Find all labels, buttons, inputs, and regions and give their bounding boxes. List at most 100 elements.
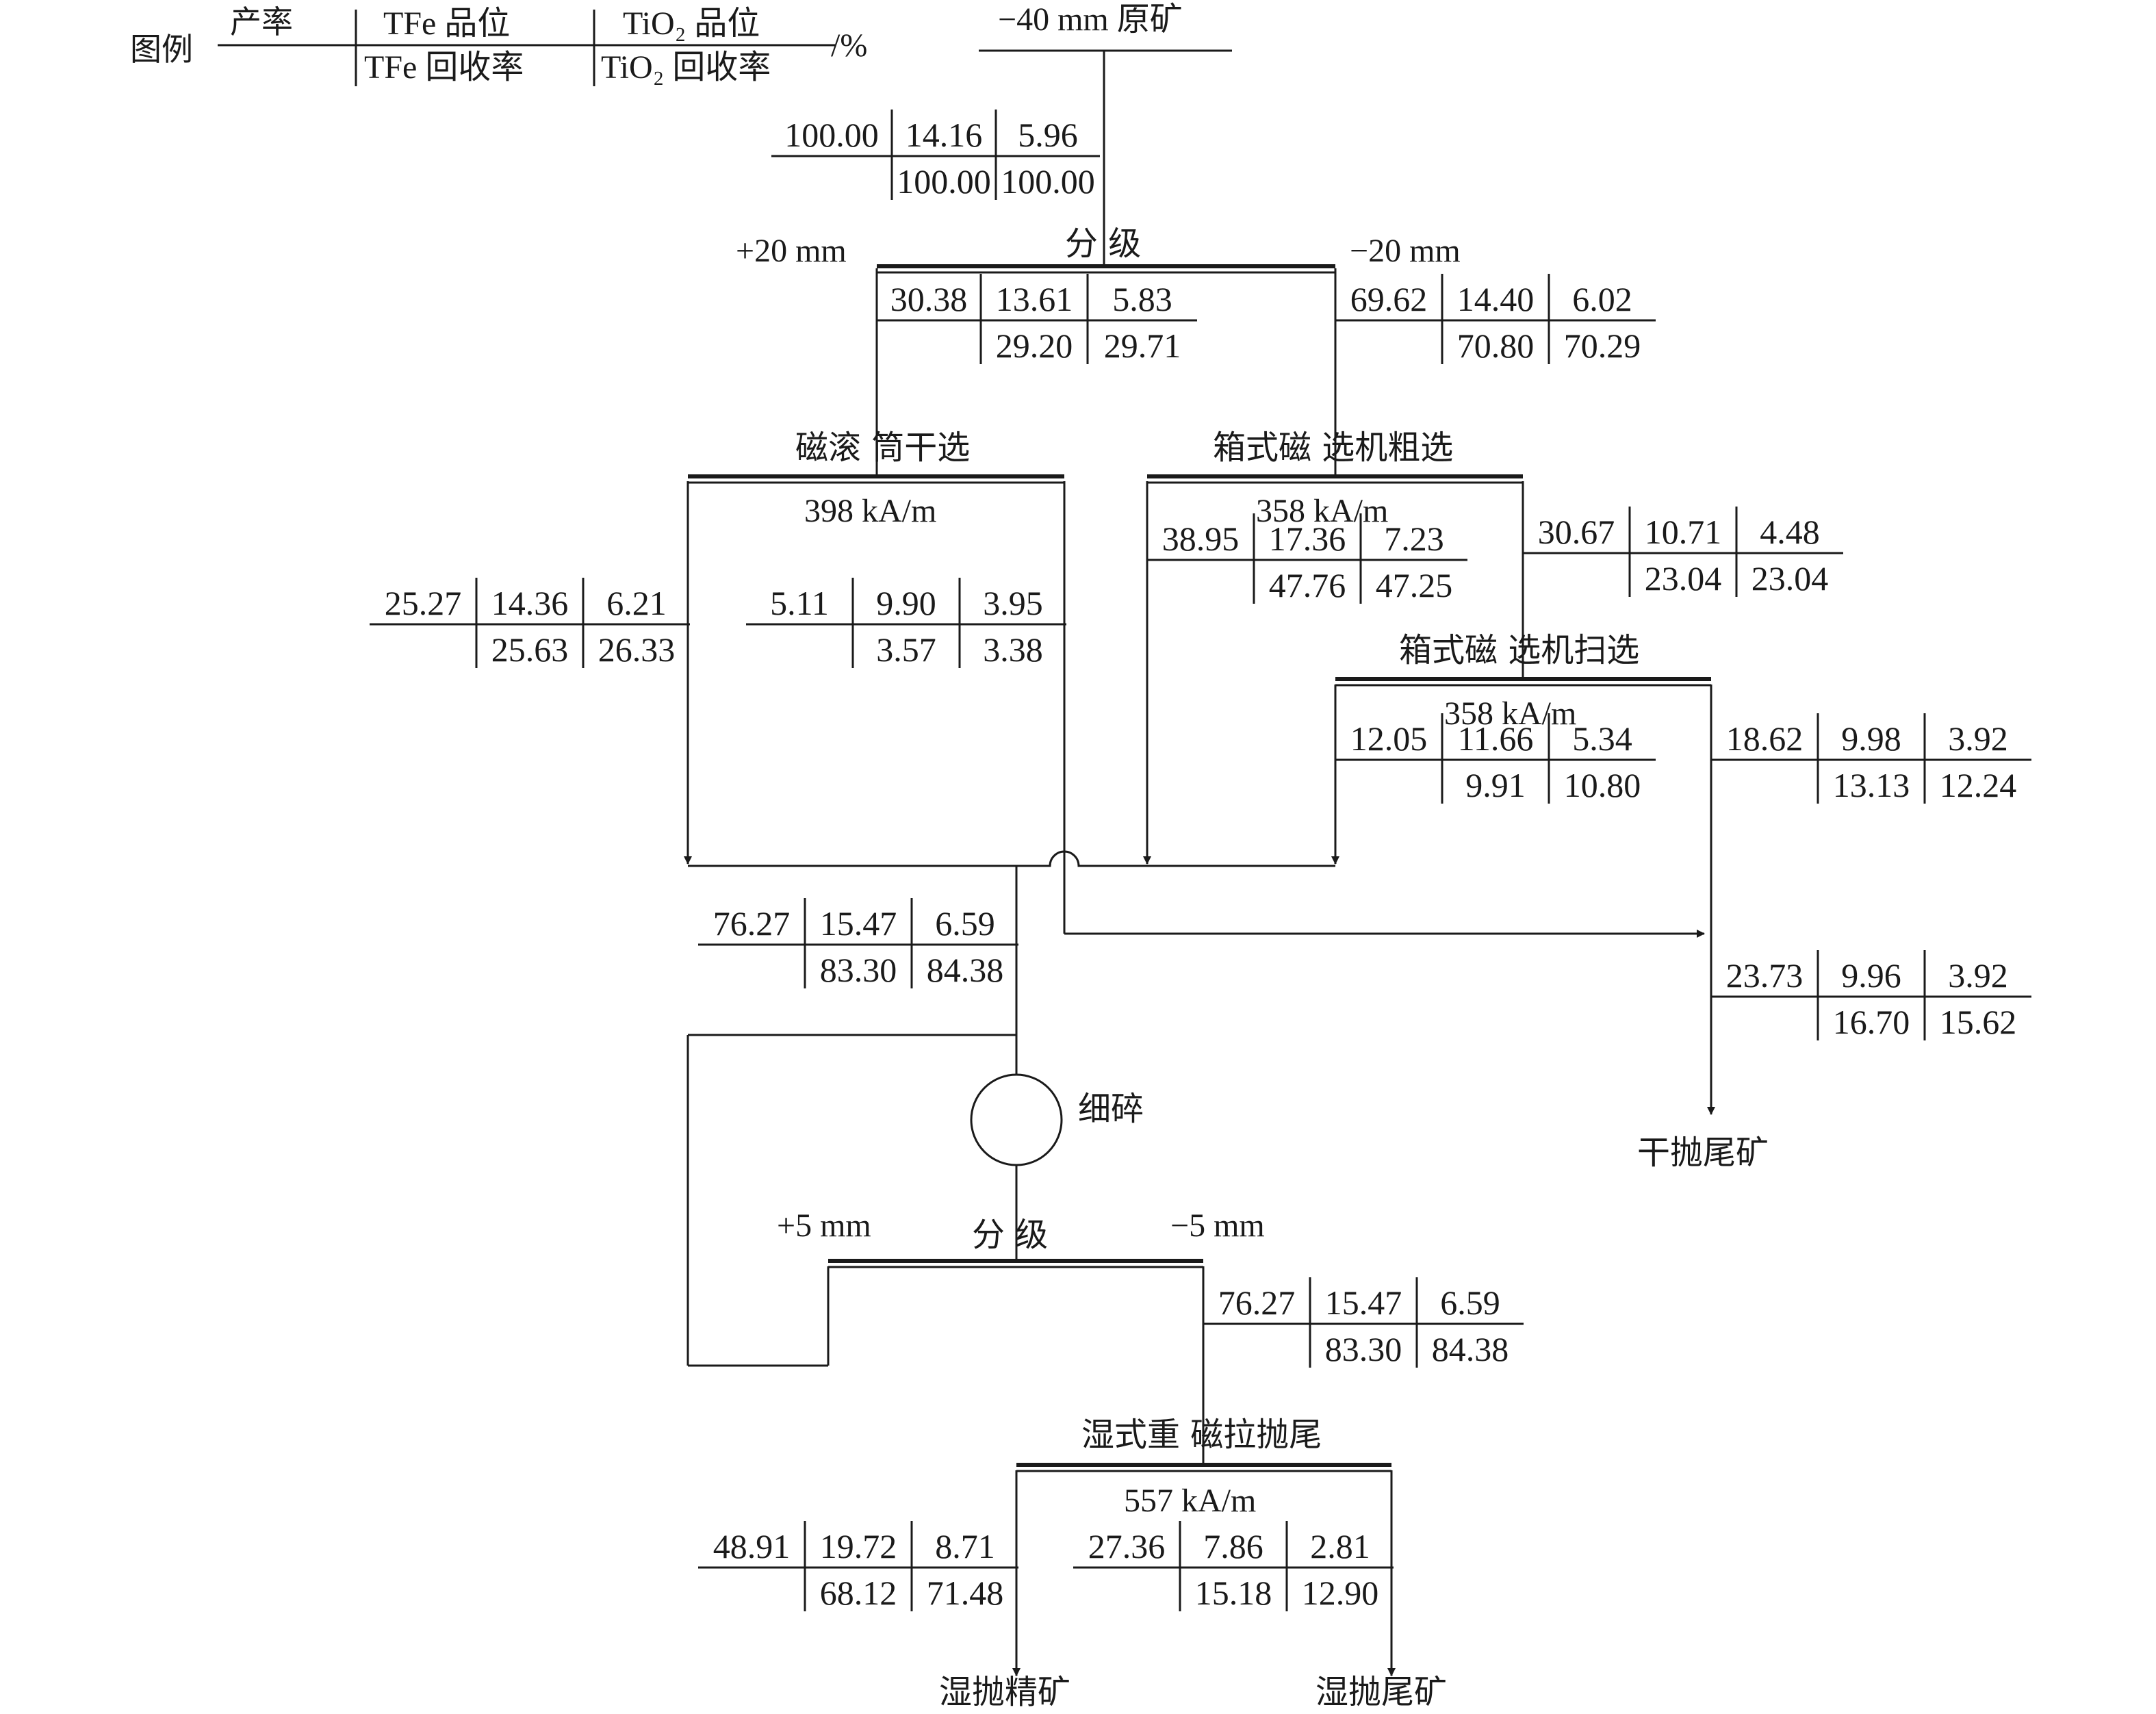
classify2-plus-label: +5 mm	[777, 1207, 871, 1244]
combined-tio2-grade: 6.59	[935, 904, 995, 943]
legend-unit: /%	[831, 27, 867, 64]
classify2-minus-label: −5 mm	[1170, 1207, 1265, 1244]
scavenger-conc-yield: 12.05	[1350, 719, 1428, 758]
rougher-label: 箱式磁 选机粗选	[1213, 428, 1453, 467]
combined-yield: 76.27	[713, 904, 791, 943]
scavenger-conc-tfe-grade: 11.66	[1458, 719, 1534, 758]
rougher-conc-tio2-grade: 7.23	[1384, 520, 1444, 558]
scavenger-tail-tfe-recovery: 13.13	[1833, 766, 1910, 804]
rougher-tail-tfe-grade: 10.71	[1645, 513, 1722, 551]
minus20-tfe-recovery: 70.80	[1457, 327, 1535, 365]
combined-tfe-recovery: 83.30	[820, 951, 897, 989]
legend-tio2-grade-label: TiO₂ 品位	[623, 5, 760, 42]
concentrate-collector-line	[688, 850, 1335, 867]
scavenger-conc-tio2-recovery: 10.80	[1564, 766, 1641, 804]
rougher-tail-tfe-recovery: 23.04	[1645, 559, 1722, 598]
scavenger-tail-values: 18.62 9.98 3.92 13.13 12.24	[1711, 713, 2031, 804]
scavenger-conc-values: 12.05 11.66 5.34 9.91 10.80	[1335, 713, 1656, 804]
drum-conc-tfe-grade: 14.36	[491, 584, 569, 622]
minus20-tfe-grade: 14.40	[1457, 280, 1535, 318]
minus20-tio2-recovery: 70.29	[1564, 327, 1641, 365]
combined-tfe-grade: 15.47	[820, 904, 897, 943]
scavenger-tail-tio2-grade: 3.92	[1948, 719, 2008, 758]
scavenger-tail-tio2-recovery: 12.24	[1940, 766, 2017, 804]
plus20-yield: 30.38	[890, 280, 968, 318]
operation-bars	[688, 264, 1711, 1472]
legend-tfe-recovery-label: TFe 回收率	[364, 49, 524, 86]
scavenger-tail-yield: 18.62	[1726, 719, 1804, 758]
wet-tail-label: 湿抛尾矿	[1316, 1673, 1447, 1711]
rougher-tail-tio2-grade: 4.48	[1760, 513, 1820, 551]
combined-tio2-recovery: 84.38	[927, 951, 1004, 989]
drum-tail-tfe-recovery: 3.57	[876, 630, 936, 669]
crusher-circle	[970, 1073, 1063, 1166]
minus5-tfe-grade: 15.47	[1325, 1283, 1402, 1322]
plus20-tfe-grade: 13.61	[996, 280, 1073, 318]
dry-tail-tfe-recovery: 16.70	[1833, 1003, 1910, 1041]
wet-tail-tio2-recovery: 12.90	[1302, 1574, 1379, 1612]
minus20-tio2-grade: 6.02	[1572, 280, 1632, 318]
plus20-values: 30.38 13.61 5.83 29.20 29.71	[877, 274, 1197, 365]
rougher-field: 358 kA/m	[1256, 493, 1388, 529]
dry-tail-tio2-grade: 3.92	[1948, 956, 2008, 995]
minus5-tio2-grade: 6.59	[1440, 1283, 1500, 1322]
legend	[218, 10, 835, 86]
minus5-yield: 76.27	[1218, 1283, 1296, 1322]
drum-conc-yield: 25.27	[385, 584, 462, 622]
wet-tail-tio2-grade: 2.81	[1310, 1527, 1370, 1565]
classify1-plus-label: +20 mm	[736, 233, 847, 269]
rougher-conc-tio2-recovery: 47.25	[1376, 566, 1453, 604]
drum-label: 磁滚 筒干选	[795, 428, 970, 467]
drum-conc-tfe-recovery: 25.63	[491, 630, 569, 669]
scavenger-field: 358 kA/m	[1444, 695, 1576, 732]
minus5-values: 76.27 15.47 6.59 83.30 84.38	[1203, 1277, 1524, 1368]
drum-conc-tio2-recovery: 26.33	[598, 630, 676, 669]
scavenger-label: 箱式磁 选机扫选	[1399, 631, 1639, 669]
drum-tail-tio2-recovery: 3.38	[983, 630, 1043, 669]
feed-title: −40 mm 原矿	[998, 1, 1183, 38]
scavenger-tail-tfe-grade: 9.98	[1841, 719, 1901, 758]
rougher-conc-tfe-grade: 17.36	[1269, 520, 1346, 558]
wet-field: 557 kA/m	[1124, 1483, 1256, 1519]
dry-tail-yield: 23.73	[1726, 956, 1804, 995]
scavenger-conc-tfe-recovery: 9.91	[1465, 766, 1526, 804]
wet-label: 湿式重 磁拉抛尾	[1081, 1416, 1322, 1454]
dry-tail-tfe-grade: 9.96	[1841, 956, 1901, 995]
feed-tio2-grade: 5.96	[1018, 116, 1078, 154]
drum-tail-tfe-grade: 9.90	[876, 584, 936, 622]
legend-label: 图例	[130, 31, 193, 68]
rougher-tail-tio2-recovery: 23.04	[1751, 559, 1829, 598]
feed-tio2-recovery: 100.00	[1001, 162, 1095, 201]
crush-label: 细碎	[1078, 1090, 1144, 1128]
dry-tail-tio2-recovery: 15.62	[1940, 1003, 2017, 1041]
dry-tail-label: 干抛尾矿	[1637, 1134, 1769, 1172]
legend-yield-label: 产率	[230, 3, 293, 40]
wet-conc-tfe-recovery: 68.12	[820, 1574, 897, 1612]
legend-tio2-recovery-label: TiO₂ 回收率	[601, 49, 771, 86]
wet-tail-yield: 27.36	[1088, 1527, 1166, 1565]
minus5-tio2-recovery: 84.38	[1432, 1330, 1509, 1368]
wet-conc-tio2-recovery: 71.48	[927, 1574, 1004, 1612]
drum-field: 398 kA/m	[804, 493, 936, 529]
wet-tail-tfe-recovery: 15.18	[1195, 1574, 1272, 1612]
minus5-tfe-recovery: 83.30	[1325, 1330, 1402, 1368]
dry-tail-values: 23.73 9.96 3.92 16.70 15.62	[1711, 950, 2031, 1041]
drum-tail-yield: 5.11	[770, 584, 829, 622]
plus20-tio2-grade: 5.83	[1112, 280, 1172, 318]
plus20-tfe-recovery: 29.20	[996, 327, 1073, 365]
wet-conc-tfe-grade: 19.72	[820, 1527, 897, 1565]
rougher-tail-yield: 30.67	[1538, 513, 1615, 551]
wet-tail-tfe-grade: 7.86	[1203, 1527, 1263, 1565]
classify1-label: 分 级	[1065, 225, 1141, 263]
feed-tfe-recovery: 100.00	[897, 162, 991, 201]
wet-conc-label: 湿抛精矿	[939, 1673, 1070, 1711]
rougher-tail-values: 30.67 10.71 4.48 23.04 23.04	[1523, 507, 1843, 598]
plus20-tio2-recovery: 29.71	[1104, 327, 1181, 365]
scavenger-conc-tio2-grade: 5.34	[1572, 719, 1632, 758]
